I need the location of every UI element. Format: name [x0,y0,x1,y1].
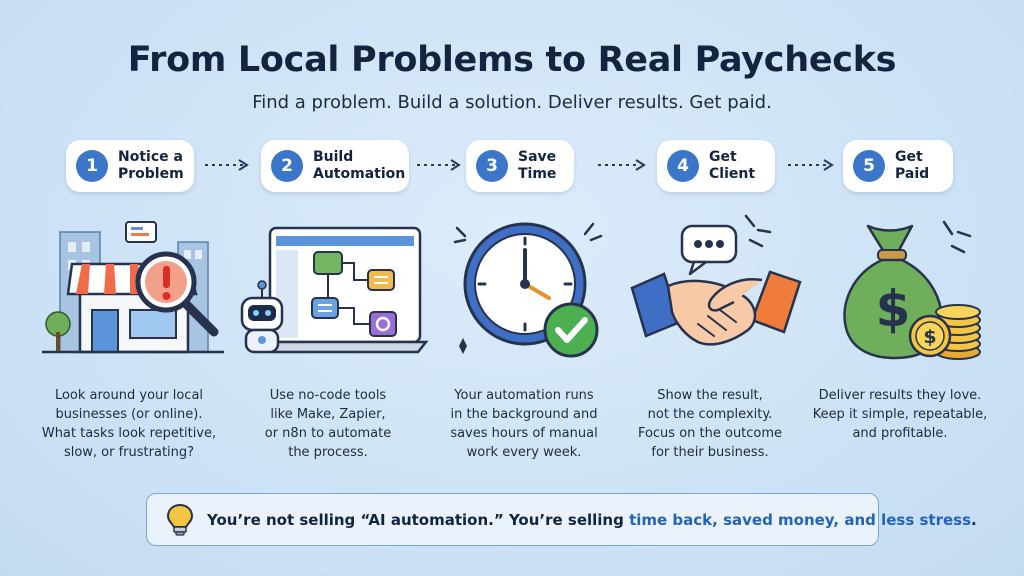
step-4-description: Show the result,not the complexity. Focu… [637,388,783,460]
dotted-arrow-icon [205,159,249,171]
callout-box: You’re not selling “AI automation.” You’… [146,493,977,546]
laptop-robot-workflow-icon [240,226,429,354]
svg-text:$: $ [876,280,911,338]
handshake-chat-icon [630,214,802,346]
svg-text:$: $ [923,326,936,348]
step-number: 2 [271,150,303,182]
step-number: 4 [667,150,699,182]
storefront-magnifier-icon [42,221,224,354]
step-number: 1 [76,150,108,182]
page-subtitle: Find a problem. Build a solution. Delive… [252,92,772,113]
dotted-arrow-icon [417,159,461,171]
callout-text: You’re not selling “AI automation.” You’… [207,510,977,529]
dotted-arrow-icon [598,159,646,171]
page-title: From Local Problems to Real Paychecks [127,40,897,80]
callout-highlight: time back, saved money, and less stress [629,510,972,529]
step-number: 5 [853,150,885,182]
lightbulb-icon [166,503,194,536]
step-number: 3 [476,150,508,182]
dotted-arrow-icon [788,159,834,171]
money-bag-coins-icon: $ $ [843,220,981,360]
step-5-description: Deliver results they love.Keep it simple… [812,388,988,441]
clock-checkmark-icon [453,222,603,358]
